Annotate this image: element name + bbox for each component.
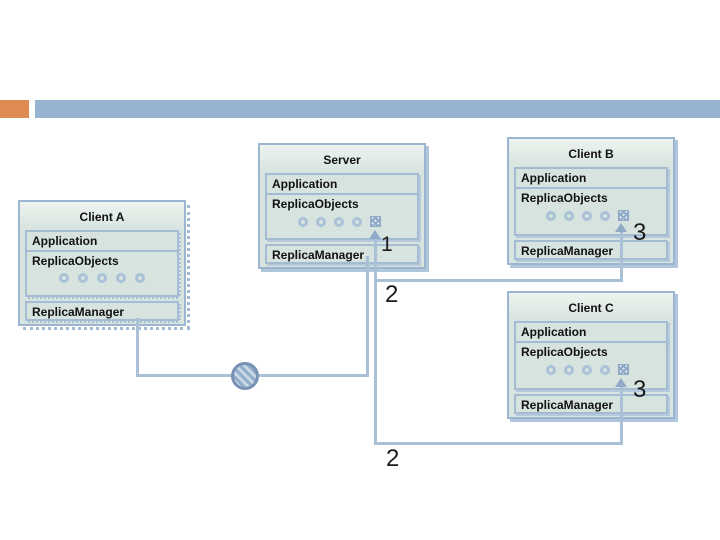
step-label-3-client-c: 3	[633, 376, 647, 403]
blocked-connection-icon	[231, 362, 259, 390]
replica-manager-label: ReplicaManager	[272, 248, 365, 262]
server-replica-manager-box: ReplicaManager	[265, 244, 419, 264]
client-a-box: Client A Application ReplicaObjects Repl…	[18, 200, 191, 330]
replica-manager-label: ReplicaManager	[521, 244, 614, 258]
connector-server-to-client-a-line	[366, 256, 369, 377]
application-label: Application	[272, 177, 338, 191]
client-c-application-box: Application	[514, 321, 668, 343]
header-bar	[35, 100, 720, 118]
client-a-application-box: Application	[25, 230, 181, 254]
replica-object-icon	[546, 210, 556, 221]
replica-object-icon	[59, 273, 69, 283]
client-b-objects-row	[546, 210, 666, 221]
application-label: Application	[521, 325, 587, 339]
header-accent-bar	[0, 100, 29, 118]
replica-object-icon	[298, 216, 308, 227]
modified-object-icon	[618, 364, 629, 375]
client-b-replica-manager-box: ReplicaManager	[514, 240, 668, 260]
client-b-box: Client B Application ReplicaObjects Repl…	[507, 137, 675, 265]
server-box: Server Application ReplicaObjects Replic…	[258, 143, 426, 269]
client-b-application-box: Application	[514, 167, 668, 189]
client-c-title: Client C	[509, 293, 673, 321]
replica-object-icon	[352, 216, 362, 227]
replica-object-icon	[546, 364, 556, 375]
connector-client-b-up-line	[620, 231, 623, 282]
replica-object-icon	[582, 210, 592, 221]
client-c-box: Client C Application ReplicaObjects Repl…	[507, 291, 675, 419]
connector-client-c-up-line	[620, 387, 623, 445]
client-a-replica-manager-box: ReplicaManager	[25, 301, 181, 323]
client-c-replica-manager-box: ReplicaManager	[514, 394, 668, 414]
connector-server-to-client-c-line	[375, 442, 622, 445]
replica-object-icon	[97, 273, 107, 283]
client-c-objects-row	[546, 364, 666, 375]
step-label-2-client-c: 2	[386, 445, 400, 472]
replica-objects-label: ReplicaObjects	[32, 254, 119, 268]
server-title: Server	[260, 145, 424, 173]
modified-object-icon	[370, 216, 381, 227]
replica-object-icon	[564, 210, 574, 221]
replica-object-icon	[116, 273, 126, 283]
client-a-objects-row	[27, 273, 177, 283]
replica-object-icon	[316, 216, 326, 227]
replica-object-icon	[135, 273, 145, 283]
replica-objects-label: ReplicaObjects	[272, 197, 359, 211]
application-label: Application	[32, 234, 98, 248]
client-b-title: Client B	[509, 139, 673, 167]
client-a-replica-objects-box: ReplicaObjects	[25, 250, 181, 299]
server-application-box: Application	[265, 173, 419, 195]
server-update-arrow-icon	[369, 230, 381, 239]
server-replica-objects-box: ReplicaObjects	[265, 193, 419, 240]
server-objects-row	[298, 216, 417, 227]
client-c-update-arrow-icon	[615, 378, 627, 387]
connector-server-main-line	[374, 238, 377, 445]
connector-client-a-down-line	[136, 318, 139, 377]
client-b-update-arrow-icon	[615, 223, 627, 232]
step-label-2-client-b: 2	[385, 281, 399, 308]
replica-object-icon	[78, 273, 88, 283]
replica-manager-label: ReplicaManager	[32, 305, 125, 319]
modified-object-icon	[618, 210, 629, 221]
replica-object-icon	[564, 364, 574, 375]
replica-objects-label: ReplicaObjects	[521, 191, 608, 205]
connector-server-to-client-b-line	[375, 279, 622, 282]
client-c-replica-objects-box: ReplicaObjects	[514, 341, 668, 390]
replica-object-icon	[582, 364, 592, 375]
client-b-replica-objects-box: ReplicaObjects	[514, 187, 668, 236]
application-label: Application	[521, 171, 587, 185]
step-label-1: 1	[381, 233, 393, 256]
replica-objects-label: ReplicaObjects	[521, 345, 608, 359]
client-a-title: Client A	[20, 202, 184, 230]
replica-manager-label: ReplicaManager	[521, 398, 614, 412]
replica-object-icon	[600, 210, 610, 221]
replica-object-icon	[334, 216, 344, 227]
step-label-3-client-b: 3	[633, 219, 647, 246]
replica-object-icon	[600, 364, 610, 375]
